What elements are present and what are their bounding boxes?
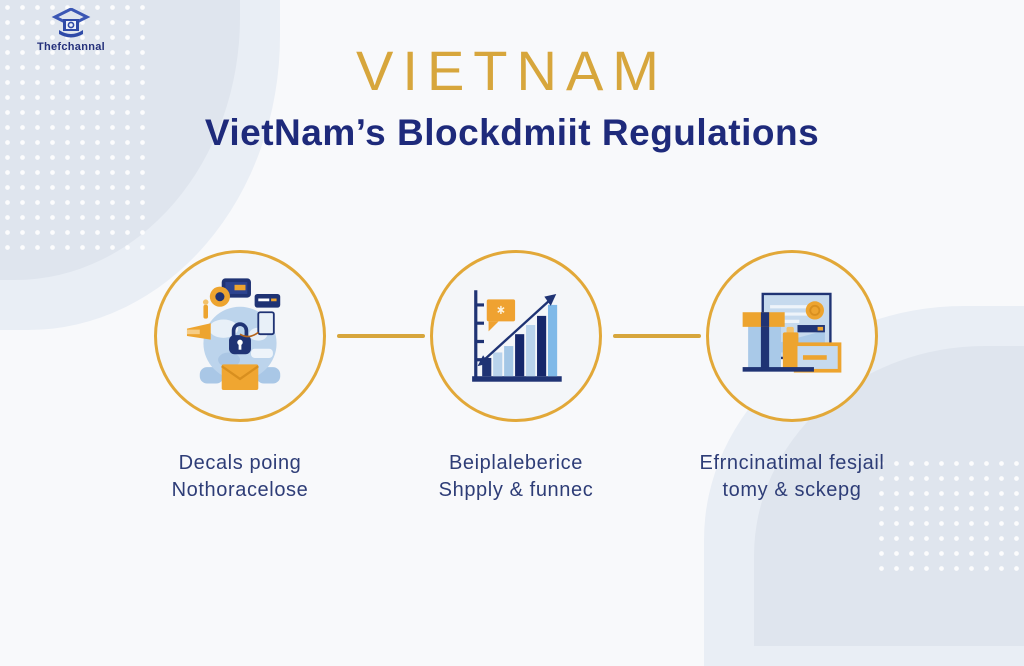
step-caption-3-line2: tomy & sckepg — [722, 479, 862, 501]
dot-pattern-top-left — [0, 0, 150, 255]
logo-text: Thefchannal — [36, 41, 106, 53]
step-caption-2: Beiplaleberice Shpply & funnec — [366, 450, 666, 504]
documents-certificate-illustration-icon — [742, 292, 842, 373]
step-caption-3-line1: Efrncinatimal fesjail — [699, 452, 885, 474]
step-circle-growth-chart — [430, 250, 602, 422]
connector-line-1 — [337, 334, 425, 338]
dot-pattern-bottom-right — [874, 456, 1024, 576]
page-title: VIETNAM — [356, 39, 668, 102]
step-caption-1-line1: Decals poing — [178, 452, 302, 474]
step-caption-2-line1: Beiplaleberice — [448, 452, 584, 474]
security-globe-illustration-icon — [186, 278, 281, 390]
step-caption-1: Decals poing Nothoracelose — [90, 450, 390, 504]
step-circle-security — [154, 250, 326, 422]
page-subtitle: VietNam’s Blockdmiit Regulations — [204, 112, 820, 153]
logo: Thefchannal — [16, 8, 126, 53]
step-circle-documents — [706, 250, 878, 422]
step-caption-2-line2: Shpply & funnec — [438, 479, 594, 501]
step-caption-3: Efrncinatimal fesjail tomy & sckepg — [642, 450, 942, 504]
house-book-logo-icon — [51, 8, 91, 38]
step-caption-1-line2: Nothoracelose — [171, 479, 309, 501]
growth-bar-chart-illustration-icon — [472, 290, 562, 382]
connector-line-2 — [613, 334, 701, 338]
